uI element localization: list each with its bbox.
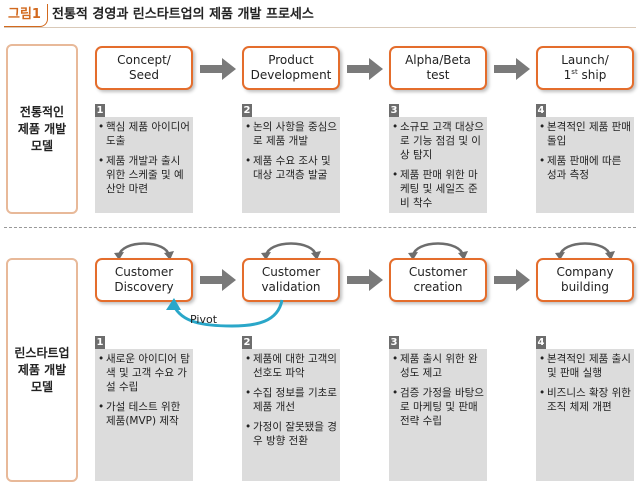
stage-line: building: [560, 280, 610, 294]
stage-line: Concept/: [117, 53, 171, 67]
right-arrow-icon: [347, 58, 383, 80]
bullet-item: 본격적인 제품 출시 및 판매 실행: [539, 352, 631, 380]
right-arrow-icon: [200, 58, 236, 80]
cycle-arrow-icon: [261, 242, 321, 260]
right-arrow-icon: [494, 58, 530, 80]
stage-description: 본격적인 제품 판매 돌입 제품 판매에 따른 성과 측정: [536, 117, 634, 213]
stage-superscript: st: [571, 68, 578, 76]
cycle-arrow-icon: [408, 242, 468, 260]
stage-line: Alpha/Beta: [405, 53, 471, 67]
bullet-item: 핵심 제품 아이디어 도출: [98, 120, 190, 148]
figure-title: 전통적 경영과 린스타트업의 제품 개발 프로세스: [52, 7, 314, 22]
step-number: 1: [95, 104, 105, 117]
bullet-item: 검증 가정을 바탕으로 마케팅 및 판매 전략 수립: [392, 386, 484, 428]
lean-label-line: 린스타트업: [14, 345, 70, 360]
bullet-item: 제품 개발과 출시 위한 스케줄 및 예산안 마련: [98, 154, 190, 196]
stage-line: Launch/: [561, 53, 609, 67]
traditional-label-line: 전통적인: [19, 104, 65, 119]
bullet-item: 제품 수요 조사 및 대상 고객층 발굴: [245, 154, 337, 182]
bullet-item: 제품 판매에 따른 성과 측정: [539, 154, 631, 182]
stage-line: Customer: [408, 265, 468, 279]
stage-line: Product: [268, 53, 314, 67]
stage-description: 새로운 아이디어 탐색 및 고객 수요 가설 수립 가설 테스트 위한 제품(M…: [95, 349, 193, 481]
right-arrow-icon: [347, 269, 383, 291]
bullet-item: 논의 사항을 중심으로 제품 개발: [245, 120, 337, 148]
stage-line-num: 1: [563, 68, 572, 82]
stage-description: 본격적인 제품 출시 및 판매 실행 비즈니스 확장 위한 조직 체제 개편: [536, 349, 634, 481]
cycle-arrow-icon: [555, 242, 615, 260]
stage-description: 논의 사항을 중심으로 제품 개발 제품 수요 조사 및 대상 고객층 발굴: [242, 117, 340, 213]
bullet-item: 제품 판매 위한 마케팅 및 세일즈 준비 착수: [392, 168, 484, 210]
pivot-label: Pivot: [190, 313, 218, 326]
bullet-item: 비즈니스 확장 위한 조직 체제 개편: [539, 386, 631, 414]
stage-line: ship: [581, 68, 607, 82]
bullet-item: 제품에 대한 고객의 선호도 파악: [245, 352, 337, 380]
stage-line: Company: [556, 265, 614, 279]
step-number: 2: [242, 104, 252, 117]
lean-startup-model-label: 린스타트업 제품 개발 모델: [6, 258, 78, 482]
step-number: 2: [242, 336, 252, 349]
pivot-arrow-icon: [166, 298, 284, 328]
stage-description: 소규모 고객 대상으로 기능 점검 및 이상 탐지 제품 판매 위한 마케팅 및…: [389, 117, 487, 213]
lean-label-line: 제품 개발: [17, 362, 67, 377]
stage-line: Discovery: [114, 280, 174, 294]
bullet-item: 새로운 아이디어 탐색 및 고객 수요 가설 수립: [98, 352, 190, 394]
stage-launch-first-ship: Launch/1st ship: [536, 46, 634, 90]
step-number: 4: [536, 104, 546, 117]
stage-line: test: [426, 68, 450, 82]
stage-line: Customer: [114, 265, 174, 279]
step-number: 4: [536, 336, 546, 349]
stage-line: creation: [413, 280, 463, 294]
stage-line: Seed: [128, 68, 159, 82]
stage-line: Development: [250, 68, 332, 82]
traditional-label-line: 제품 개발: [17, 121, 67, 136]
bullet-item: 제품 출시 위한 완성도 제고: [392, 352, 484, 380]
step-number: 3: [389, 336, 399, 349]
stage-line: Customer: [261, 265, 321, 279]
right-arrow-icon: [494, 269, 530, 291]
stage-description: 제품 출시 위한 완성도 제고 검증 가정을 바탕으로 마케팅 및 판매 전략 …: [389, 349, 487, 481]
bullet-item: 소규모 고객 대상으로 기능 점검 및 이상 탐지: [392, 120, 484, 162]
cycle-arrow-icon: [114, 242, 174, 260]
stage-concept-seed: Concept/Seed: [95, 46, 193, 90]
bullet-item: 가정이 잘못됐을 경우 방향 전환: [245, 420, 337, 448]
traditional-label-line: 모델: [30, 138, 54, 153]
section-divider: [4, 227, 636, 228]
step-number: 3: [389, 104, 399, 117]
lean-label-line: 모델: [30, 379, 54, 394]
stage-line: validation: [261, 280, 321, 294]
figure-tag: 그림1: [4, 4, 48, 27]
traditional-model-label: 전통적인 제품 개발 모델: [6, 44, 78, 214]
step-number: 1: [95, 336, 105, 349]
stage-description: 제품에 대한 고객의 선호도 파악 수집 정보를 기초로 제품 개선 가정이 잘…: [242, 349, 340, 481]
bullet-item: 본격적인 제품 판매 돌입: [539, 120, 631, 148]
bullet-item: 수집 정보를 기초로 제품 개선: [245, 386, 337, 414]
right-arrow-icon: [200, 269, 236, 291]
bullet-item: 가설 테스트 위한 제품(MVP) 제작: [98, 400, 190, 428]
header-rule: [4, 27, 636, 28]
stage-description: 핵심 제품 아이디어 도출 제품 개발과 출시 위한 스케줄 및 예산안 마련: [95, 117, 193, 213]
